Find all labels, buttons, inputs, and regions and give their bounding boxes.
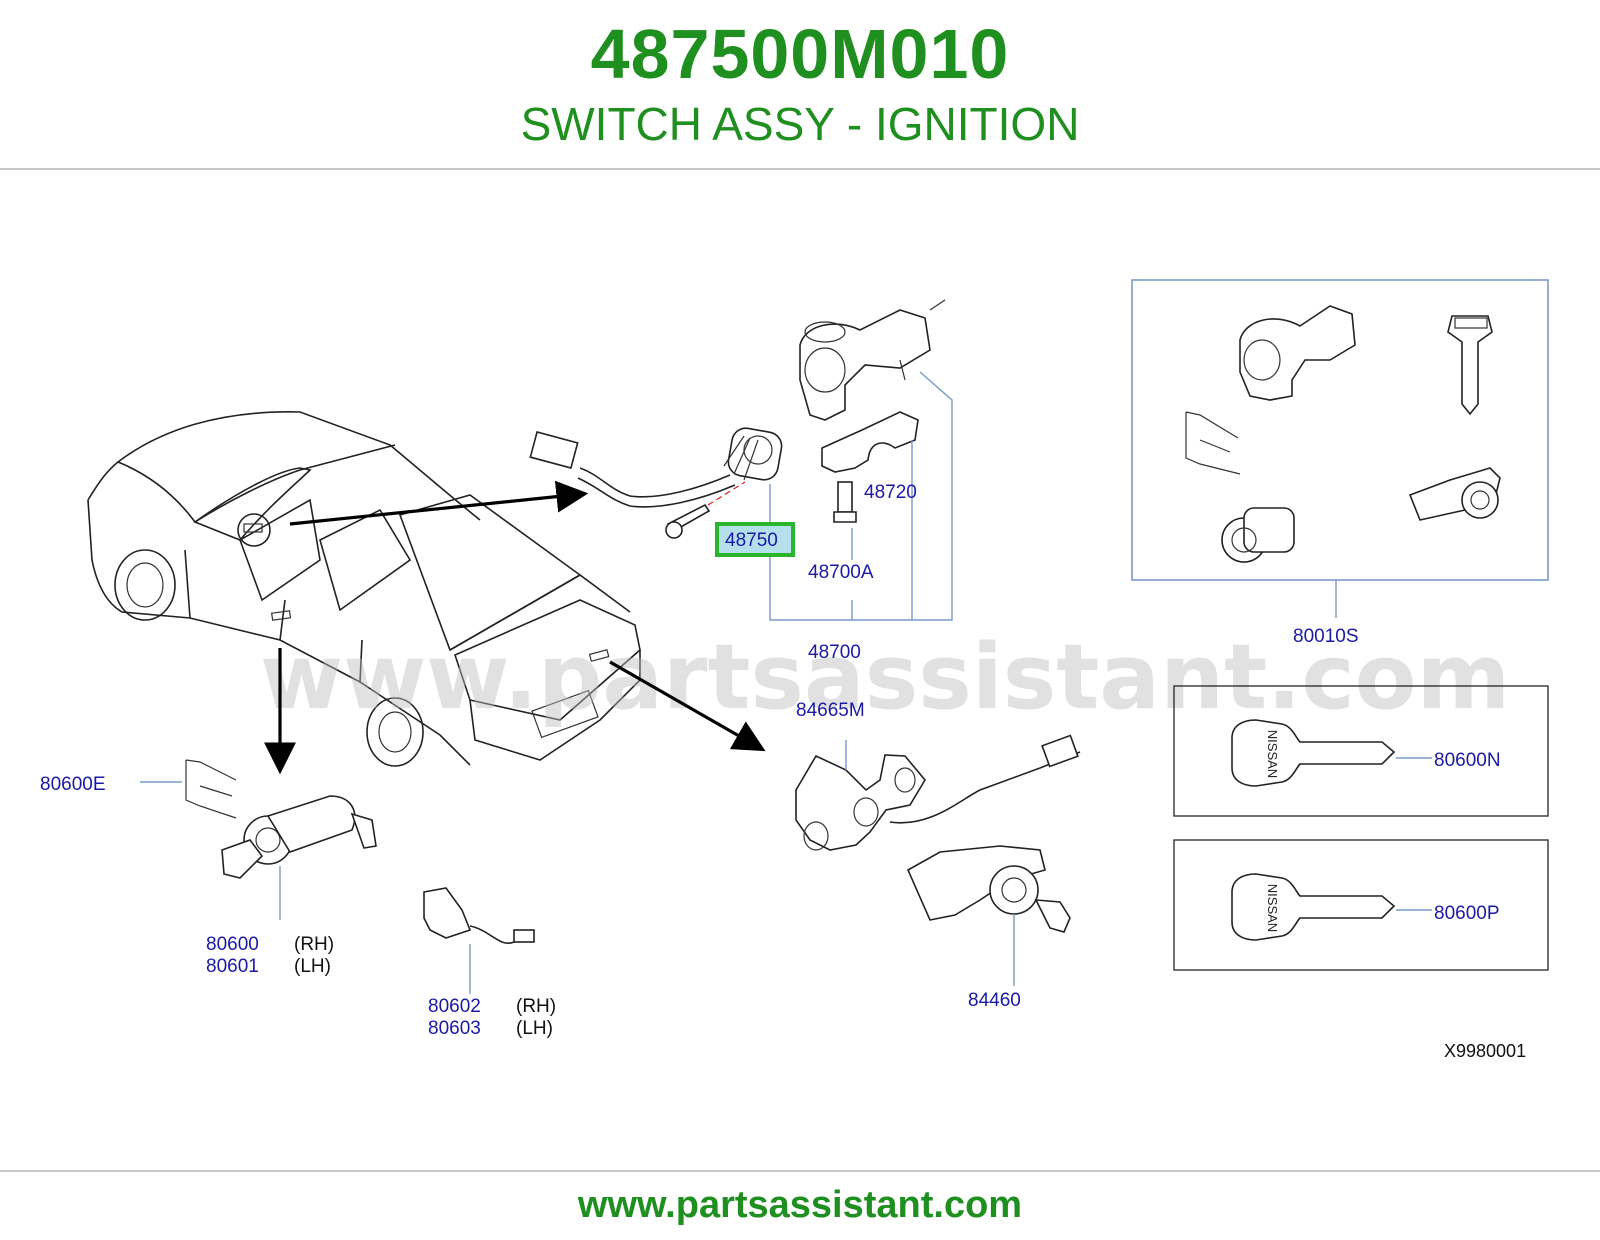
callout-48750[interactable]: 48750: [725, 530, 778, 551]
side-label-rh-80600: (RH): [294, 934, 334, 955]
highlight-48750: [715, 522, 795, 557]
callout-48720[interactable]: 48720: [864, 482, 917, 503]
steering-lock-48700: [799, 299, 946, 421]
part-number-title: 487500M010: [590, 15, 1010, 93]
key-brand-p: NISSAN: [1265, 884, 1280, 932]
side-label-lh-80601: (LH): [294, 956, 331, 977]
callout-84460[interactable]: 84460: [968, 990, 1021, 1011]
watermark: www.partsassistant.com: [260, 625, 1510, 730]
callout-80010S[interactable]: 80010S: [1293, 626, 1359, 647]
kit-contents: [1185, 305, 1501, 563]
clamp-48720: [821, 411, 919, 473]
ignition-switch-48750: [529, 427, 783, 508]
key-box-80600N: [1173, 685, 1549, 817]
callout-80600N[interactable]: 80600N: [1434, 750, 1501, 771]
callout-48700A[interactable]: 48700A: [808, 562, 874, 583]
bolt-48700A: [833, 481, 857, 523]
trunk-lock-84665M: [795, 734, 1081, 851]
door-switch-80602: [423, 887, 535, 944]
callout-84665M[interactable]: 84665M: [796, 700, 865, 721]
callout-80600[interactable]: 80600: [206, 934, 259, 955]
side-label-rh-80602: (RH): [516, 996, 556, 1017]
callout-80603[interactable]: 80603: [428, 1018, 481, 1039]
trunk-cylinder-84460: [906, 845, 1071, 933]
callout-80602[interactable]: 80602: [428, 996, 481, 1017]
footer-divider: [0, 1170, 1600, 1172]
door-lock-80600E-clip: [185, 759, 237, 819]
key-box-80600P: [1173, 839, 1549, 971]
callout-48700[interactable]: 48700: [808, 642, 861, 663]
key-80600P: NISSAN: [1231, 873, 1396, 941]
diagram-reference-code: X9980001: [1444, 1041, 1526, 1061]
kit-box-80010S: [1131, 279, 1549, 581]
part-name-subtitle: SWITCH ASSY - IGNITION: [520, 98, 1080, 150]
callout-80600E[interactable]: 80600E: [40, 774, 106, 795]
callout-80600P[interactable]: 80600P: [1434, 903, 1500, 924]
car-illustration: [87, 411, 641, 767]
side-label-lh-80603: (LH): [516, 1018, 553, 1039]
header-divider: [0, 168, 1600, 170]
direction-arrows: [264, 480, 766, 775]
door-lock-cylinder-80600: [221, 795, 377, 879]
callout-80601[interactable]: 80601: [206, 956, 259, 977]
footer-site-link[interactable]: www.partsassistant.com: [577, 1184, 1023, 1226]
key-80600N: NISSAN: [1231, 719, 1396, 787]
screw-part: [665, 481, 746, 539]
group-bracket-48700: [769, 371, 953, 621]
key-brand-n: NISSAN: [1265, 730, 1280, 778]
page-header: 487500M010 SWITCH ASSY - IGNITION: [0, 0, 1600, 170]
